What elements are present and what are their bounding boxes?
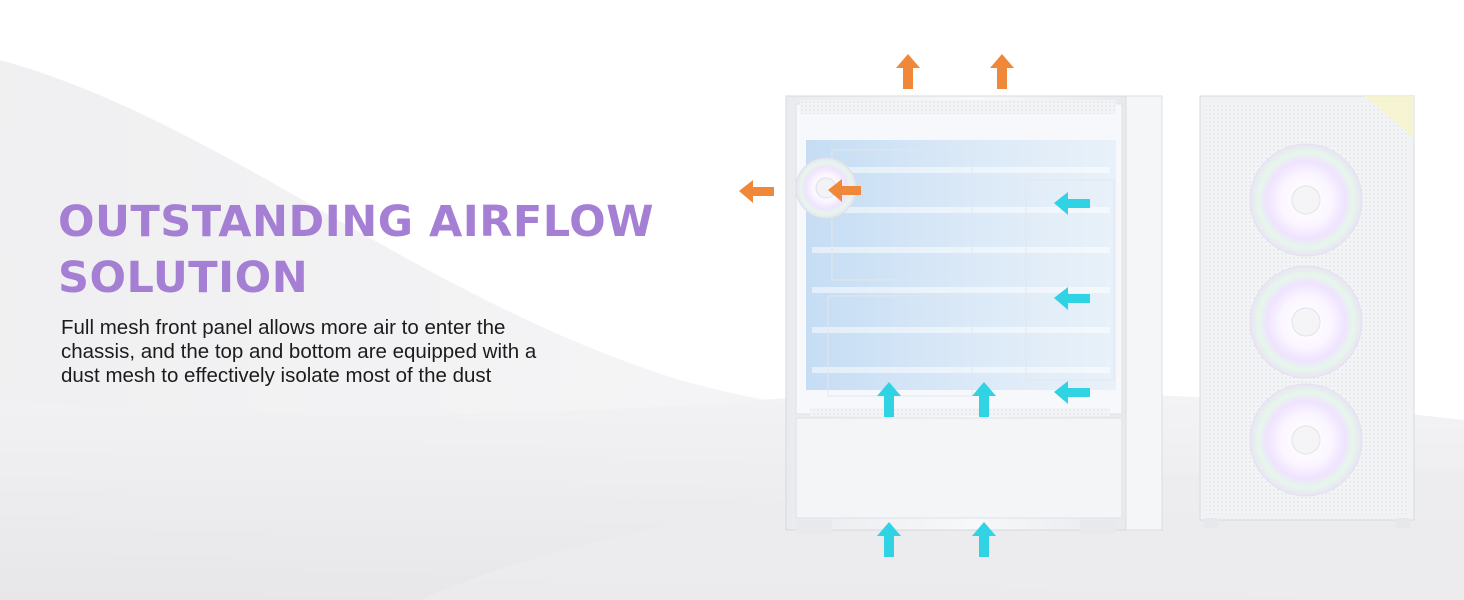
arrow-intake-icon: [1054, 287, 1090, 310]
case-front-view: [1199, 95, 1415, 528]
arrow-intake-icon: [972, 522, 996, 557]
description: Full mesh front panel allows more air to…: [61, 316, 661, 388]
arrow-intake-icon: [1054, 381, 1090, 404]
arrow-exhaust-icon: [828, 179, 861, 202]
case-side-view: [785, 95, 1163, 534]
description-line-2: chassis, and the top and bottom are equi…: [61, 340, 537, 363]
arrow-intake-icon: [972, 382, 996, 417]
description-line-3: dust mesh to effectively isolate most of…: [61, 364, 492, 387]
arrow-intake-icon: [877, 382, 901, 417]
description-line-1: Full mesh front panel allows more air to…: [61, 316, 506, 339]
arrow-exhaust-icon: [739, 180, 774, 203]
headline: OUTSTANDING AIRFLOW SOLUTION: [58, 194, 678, 306]
arrow-exhaust-icon: [896, 54, 920, 89]
arrow-intake-icon: [877, 522, 901, 557]
arrow-exhaust-icon: [990, 54, 1014, 89]
arrow-intake-icon: [1054, 192, 1090, 215]
headline-line-2: SOLUTION: [58, 253, 309, 303]
product-image: [739, 54, 1415, 557]
headline-line-1: OUTSTANDING AIRFLOW: [58, 197, 655, 247]
front-fans: [1249, 143, 1363, 497]
